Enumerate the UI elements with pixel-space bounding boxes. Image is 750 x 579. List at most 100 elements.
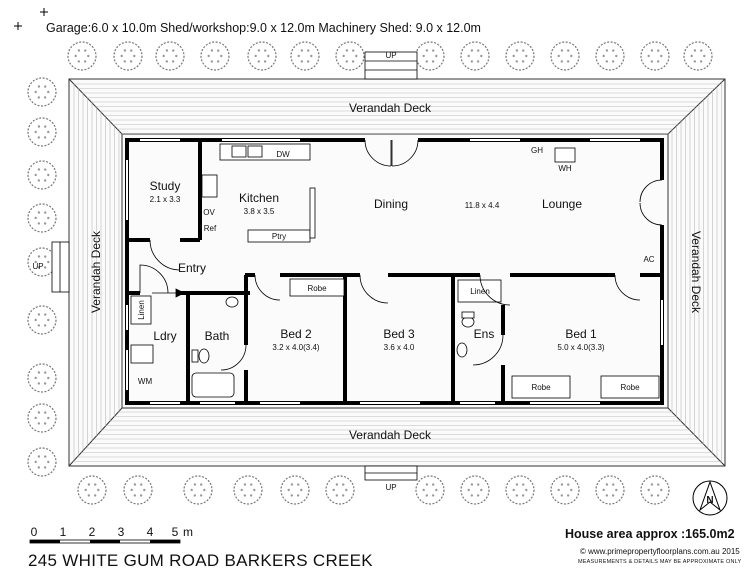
- basin-bath: [225, 296, 239, 308]
- deck-label-top: Verandah Deck: [349, 101, 432, 115]
- room-bed1-size: 5.0 x 4.0(3.3): [557, 343, 604, 352]
- house-area: House area approx :165.0m2: [565, 527, 735, 541]
- tree-icon: [27, 363, 57, 393]
- verandah-deck: [68, 78, 726, 467]
- tree-icon: [123, 475, 153, 505]
- tree-icon: [27, 160, 57, 190]
- room-bed2-size: 3.2 x 4.0(3.4): [272, 343, 319, 352]
- tree-icon: [27, 305, 57, 335]
- tree-icon: [200, 41, 230, 71]
- tree-icon: [505, 475, 535, 505]
- scale-tick-3: 3: [118, 525, 125, 539]
- fixture-linen-ldry: Linen: [137, 300, 146, 320]
- fixtures: [130, 143, 660, 399]
- tree-icon: [27, 403, 57, 433]
- up-left: UP: [32, 262, 43, 271]
- fixture-ref: Ref: [204, 224, 217, 233]
- fixture-robe-bed1-right: Robe: [620, 383, 640, 392]
- scale-tick-5: 5: [172, 525, 179, 539]
- water-heater: [554, 147, 576, 163]
- tree-icon: [415, 41, 445, 71]
- robe-bed1-left: [511, 375, 571, 399]
- up-top: UP: [385, 51, 396, 60]
- fixture-robe-bed2: Robe: [307, 284, 327, 293]
- tree-icon: [325, 475, 355, 505]
- tree-icon: [233, 475, 263, 505]
- fixture-dw: DW: [276, 150, 290, 159]
- room-laundry-name: Ldry: [153, 329, 176, 343]
- tree-icon: [640, 41, 670, 71]
- fixture-linen-ens: Linen: [470, 287, 490, 296]
- room-dining-name: Dining: [374, 197, 408, 211]
- room-bed3-name: Bed 3: [383, 327, 415, 341]
- scale-unit: m: [183, 525, 193, 539]
- tree-icon: [183, 475, 213, 505]
- linen-ens: [457, 279, 502, 303]
- property-address: 245 WHITE GUM ROAD BARKERS CREEK: [28, 551, 373, 570]
- tree-icon: [415, 475, 445, 505]
- tree-icon: [113, 41, 143, 71]
- tree-icon: [280, 475, 310, 505]
- robe-bed2: [289, 278, 345, 297]
- deck-label-bottom: Verandah Deck: [349, 428, 432, 442]
- room-bed1-name: Bed 1: [565, 327, 597, 341]
- deck-label-right: Verandah Deck: [689, 231, 703, 314]
- room-living-size: 11.8 x 4.4: [465, 201, 500, 210]
- tree-group: [27, 41, 713, 505]
- tree-icon: [550, 41, 580, 71]
- room-lounge-name: Lounge: [542, 197, 582, 211]
- door-swings: [139, 139, 663, 371]
- sink-right: [247, 145, 263, 158]
- tree-icon: [290, 41, 320, 71]
- fixture-robe-bed1-left: Robe: [531, 383, 551, 392]
- room-kitchen-name: Kitchen: [239, 191, 279, 205]
- scale-tick-1: 1: [60, 525, 67, 539]
- laundry-tub: [130, 344, 154, 364]
- room-ensuite-name: Ens: [474, 327, 495, 341]
- tree-icon: [77, 475, 107, 505]
- fixture-gh: GH: [531, 146, 543, 155]
- crop-marks: [14, 8, 48, 30]
- tree-icon: [27, 77, 57, 107]
- tree-icon: [335, 41, 365, 71]
- tree-icon: [640, 475, 670, 505]
- scale-tick-4: 4: [147, 525, 154, 539]
- scale-tick-2: 2: [89, 525, 96, 539]
- tree-icon: [595, 475, 625, 505]
- fixture-ov: OV: [203, 208, 215, 217]
- tree-icon: [155, 41, 185, 71]
- tree-icon: [27, 447, 57, 477]
- tree-icon: [460, 475, 490, 505]
- bathtub: [191, 372, 235, 398]
- fixture-wh: WH: [558, 164, 572, 173]
- room-study-size: 2.1 x 3.3: [150, 195, 181, 204]
- linen-ldry: [130, 295, 152, 325]
- up-bottom: UP: [385, 483, 396, 492]
- room-entry-name: Entry: [178, 261, 206, 275]
- robe-bed1-right: [600, 375, 660, 399]
- tree-icon: [247, 41, 277, 71]
- north-arrow-icon: N: [692, 480, 728, 516]
- room-bed3-size: 3.6 x 4.0: [384, 343, 415, 352]
- tree-icon: [27, 117, 57, 147]
- deck-label-left: Verandah Deck: [89, 230, 103, 313]
- website-credit: © www.primepropertyfloorplans.com.au 201…: [580, 547, 740, 556]
- scale-bar: 0 1 2 3 4 5 m: [29, 525, 193, 544]
- room-kitchen-size: 3.8 x 3.5: [244, 207, 275, 216]
- toilet-ens: [461, 316, 475, 328]
- scale-tick-0: 0: [31, 525, 38, 539]
- cooktop: [201, 174, 218, 198]
- basin-ens: [456, 342, 468, 358]
- fixture-wm: WM: [138, 377, 153, 386]
- disclaimer: MEASUREMENTS & DETAILS MAY BE APPROXIMAT…: [578, 559, 742, 565]
- room-bed2-name: Bed 2: [280, 327, 312, 341]
- room-study-name: Study: [150, 179, 181, 193]
- steps: [51, 51, 418, 481]
- sink-left: [231, 145, 247, 158]
- room-bath-name: Bath: [205, 329, 230, 343]
- windows: [126, 139, 663, 404]
- outbuildings-info: Garage:6.0 x 10.0m Shed/workshop:9.0 x 1…: [46, 21, 481, 35]
- tree-icon: [27, 203, 57, 233]
- fixture-ptry: Ptry: [272, 232, 286, 241]
